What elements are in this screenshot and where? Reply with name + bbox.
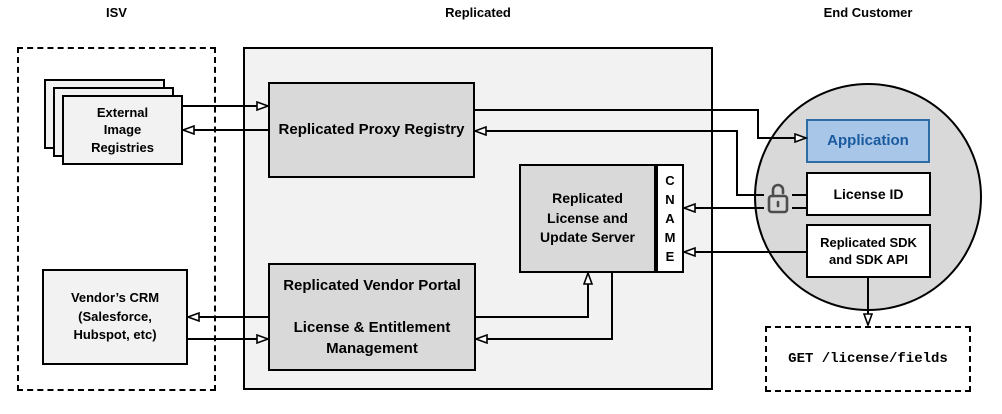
unlock-icon — [764, 179, 792, 217]
external-image-registries-node: External Image Registries — [62, 95, 183, 165]
get-license-fields-node: GET /license/fields — [765, 326, 971, 392]
license-update-server-node: Replicated License and Update Server — [519, 164, 656, 273]
vendors-crm-node: Vendor’s CRM (Salesforce, Hubspot, etc) — [42, 269, 188, 365]
section-label-isv: ISV — [106, 5, 127, 20]
cname-node: CNAME — [664, 173, 676, 264]
license-id-node: License ID — [806, 172, 931, 216]
section-label-replicated: Replicated — [445, 5, 511, 20]
replicated-sdk-node: Replicated SDK and SDK API — [806, 224, 931, 278]
application-node: Application — [806, 119, 930, 163]
section-label-end-customer: End Customer — [823, 5, 913, 20]
proxy-registry-node: Replicated Proxy Registry — [268, 82, 475, 178]
vendor-portal-node: Replicated Vendor Portal License & Entit… — [268, 263, 476, 371]
